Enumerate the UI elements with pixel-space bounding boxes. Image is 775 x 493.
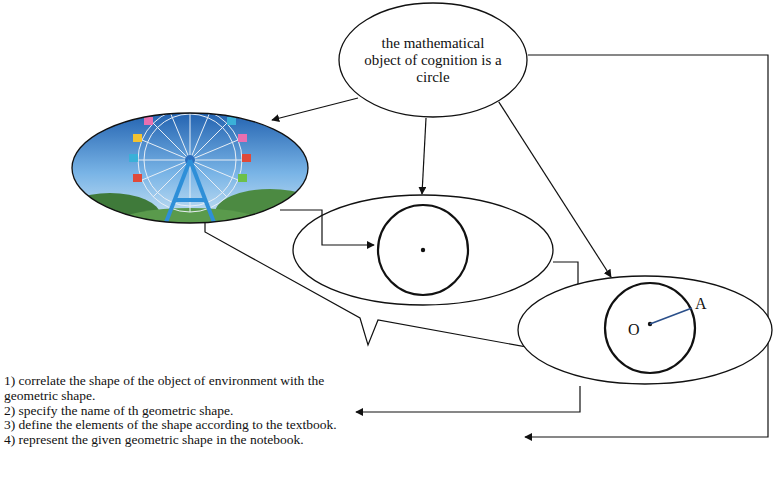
arrow [272, 98, 358, 120]
list-arrow [356, 386, 580, 412]
step-text: 4) represent the given geometric shape i… [4, 433, 344, 448]
connector-arrow [499, 102, 611, 277]
node-title: the mathematical object of cognition is … [363, 35, 503, 86]
ellipse-node: the mathematical object of cognition is … [338, 2, 528, 118]
step-text: 3) define the elements of the shape acco… [4, 418, 344, 433]
center-dot [421, 248, 425, 252]
step-text: 2) specify the name of th geometric shap… [4, 404, 344, 419]
step-text: 1) correlate the shape of the object of … [4, 374, 344, 404]
ellipse-shape [518, 276, 772, 384]
shape-ellipse [293, 195, 553, 305]
circle-figure [605, 283, 695, 373]
text-wrap: the mathematical object of cognition is … [338, 2, 528, 118]
center-label: O [628, 321, 640, 339]
radius-line [650, 308, 692, 324]
point-label: A [695, 295, 707, 313]
circle-figure [378, 205, 468, 295]
arrow [422, 118, 426, 194]
ellipse-node: OA [517, 275, 773, 385]
step-list: 1) correlate the shape of the object of … [4, 374, 344, 448]
picture-ellipse [72, 113, 308, 223]
step-arrow [280, 210, 374, 245]
ellipse-shape [339, 3, 527, 117]
ellipse-outline [517, 275, 773, 385]
ferris-wheel-picture [60, 103, 325, 237]
